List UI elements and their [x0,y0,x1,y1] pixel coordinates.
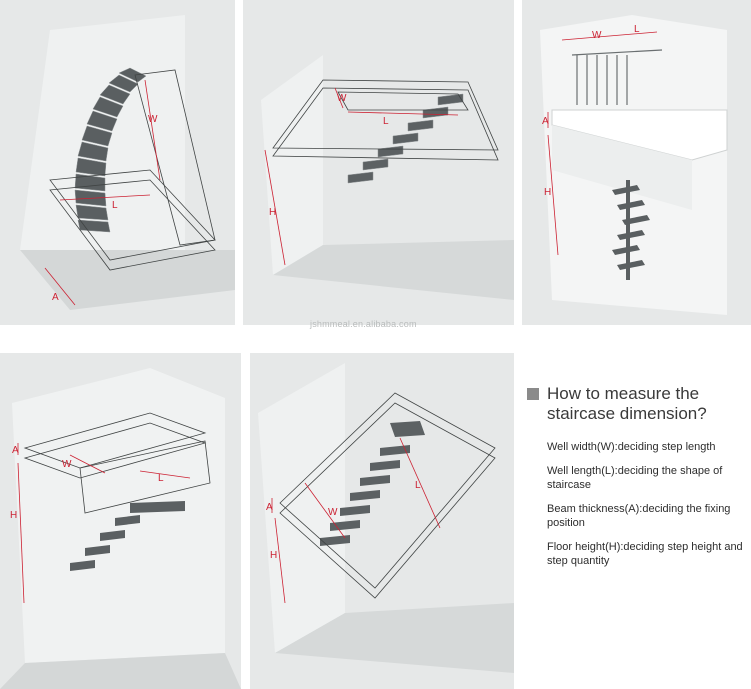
wall-left [258,363,345,653]
l-steps [70,501,185,571]
diagram-curved-stair: W L A [0,0,235,325]
railing [571,49,663,105]
label-l: L [383,116,389,127]
well-outline [49,69,216,271]
floor [275,603,514,673]
label-w: W [148,114,158,125]
back-walls [12,368,225,663]
well-outline [23,412,211,514]
spiral-steps [612,180,650,280]
straight-stair-illustration: W L H [261,55,514,300]
label-l: L [415,480,421,491]
diagram-straight-stair: W L H [243,0,514,325]
label-h: H [270,550,277,561]
diagram-landing-stair: A W L H [250,353,514,689]
dimension-lines [17,443,191,604]
label-h: H [10,510,17,521]
label-l: L [112,200,118,211]
label-a: A [266,502,273,513]
guide-item-floor-height: Floor height(H):deciding step height and… [547,541,743,567]
slab-edge [552,125,692,210]
label-a: A [542,116,549,127]
well-outline [272,79,499,161]
floor [0,653,241,689]
floor [273,240,514,300]
guide-item-well-width: Well width(W):deciding step length [547,441,716,453]
label-a: A [52,292,59,303]
upper-floor-slab [551,109,728,161]
label-h: H [269,207,276,218]
floor [20,250,235,310]
wall-left [261,55,323,275]
bullet-square-icon [527,388,539,400]
label-w: W [328,507,338,518]
dimension-lines [547,31,658,256]
label-w: W [62,459,72,470]
label-l: L [634,24,640,35]
label-h: H [544,187,551,198]
well-outline [279,392,496,599]
diagram-l-stair: A W L H [0,353,241,689]
label-a: A [12,445,19,456]
dimension-lines [44,79,161,306]
diagram-spiral-stair: W L A H [522,0,751,325]
guide-item-well-length: Well length(L):deciding the shape of sta… [547,465,723,491]
landing-steps [320,421,425,546]
watermark: jshmmeal.en.alibaba.com [310,319,417,329]
dimension-lines [271,437,441,604]
dimension-lines [264,87,459,266]
curved-stair-illustration: W L A [20,15,235,310]
guide-title: How to measure the staircase dimension? [547,384,707,423]
straight-steps [347,93,464,184]
guide-heading: How to measure the staircase dimension? [527,384,749,424]
guide-items: Well width(W):deciding step length Well … [547,440,749,568]
l-stair-illustration: A W L H [0,368,241,689]
label-w: W [337,93,347,104]
landing-stair-illustration: A W L H [258,363,514,673]
label-w: W [592,30,602,41]
guide-item-beam-thickness: Beam thickness(A):deciding the fixing po… [547,503,731,529]
label-l: L [158,473,164,484]
measurement-guide: How to measure the staircase dimension? … [527,384,749,578]
spiral-stair-illustration: W L A H [540,15,728,315]
